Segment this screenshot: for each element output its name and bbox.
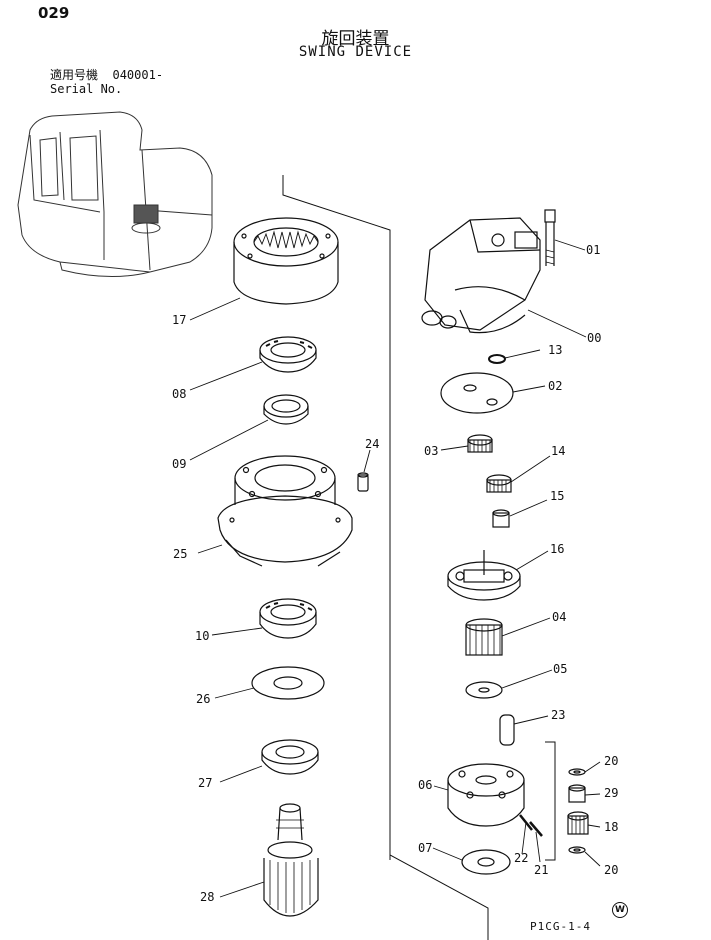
part-23-pin	[499, 714, 515, 746]
callout-20-bottom: 20	[604, 863, 618, 877]
callout-23: 23	[551, 708, 565, 722]
callout-25: 25	[173, 547, 187, 561]
serial-value: 040001-	[112, 68, 164, 82]
callout-22: 22	[514, 851, 528, 865]
part-17-ring-gear	[233, 217, 339, 305]
page-number: 029	[38, 4, 70, 22]
callout-21: 21	[534, 863, 548, 877]
assembly-bracket-line	[282, 175, 489, 940]
excavator-location-illustration	[17, 111, 213, 277]
part-28-pinion-shaft	[263, 803, 319, 917]
part-10-bearing	[259, 598, 317, 639]
callout-13: 13	[548, 343, 562, 357]
part-08-bearing	[259, 336, 317, 373]
part-07-washer	[461, 849, 511, 875]
serial-label-en: Serial No.	[50, 82, 123, 96]
callout-03: 03	[424, 444, 438, 458]
callout-06: 06	[418, 778, 432, 792]
part-26-plate	[251, 666, 325, 700]
callout-leader-lines	[189, 239, 601, 898]
callout-26: 26	[196, 692, 210, 706]
callout-01: 01	[586, 243, 600, 257]
serial-row-jp: 適用号機 040001-	[50, 68, 163, 82]
part-05-washer	[465, 681, 503, 699]
page-title-english: SWING DEVICE	[298, 44, 413, 60]
callout-24: 24	[365, 437, 379, 451]
part-02-plate	[440, 372, 514, 414]
callout-16: 16	[550, 542, 564, 556]
part-03-sun-gear	[467, 434, 493, 453]
callout-10: 10	[195, 629, 209, 643]
parts-18-20-29-small-components	[545, 741, 589, 861]
callout-20-top: 20	[604, 754, 618, 768]
part-14-planet-gear	[486, 474, 512, 493]
callout-00: 00	[587, 331, 601, 345]
part-27-collar	[261, 739, 319, 775]
callout-08: 08	[172, 387, 186, 401]
part-13-o-ring	[488, 354, 506, 364]
reference-code: P1CG-1-4	[530, 920, 591, 933]
callout-05: 05	[553, 662, 567, 676]
callout-07: 07	[418, 841, 432, 855]
callout-02: 02	[548, 379, 562, 393]
part-21-22-pins	[519, 814, 543, 837]
callout-09: 09	[172, 457, 186, 471]
part-15-needle-bearing	[492, 509, 510, 528]
serial-label-jp: 適用号機	[50, 68, 99, 82]
part-25-housing	[217, 455, 353, 567]
part-00-hydraulic-motor	[421, 217, 541, 334]
callout-28: 28	[200, 890, 214, 904]
callout-17: 17	[172, 313, 186, 327]
callout-04: 04	[552, 610, 566, 624]
callout-18: 18	[604, 820, 618, 834]
part-04-sun-gear	[465, 618, 503, 656]
callout-14: 14	[551, 444, 565, 458]
part-24-plug	[357, 472, 369, 492]
callout-15: 15	[550, 489, 564, 503]
w-mark: W	[612, 902, 628, 918]
callout-27: 27	[198, 776, 212, 790]
part-09-seal	[263, 394, 309, 425]
serial-block: 適用号機 040001- Serial No.	[50, 68, 163, 96]
part-06-carrier	[447, 763, 525, 827]
part-01-bolt	[544, 209, 556, 266]
callout-29: 29	[604, 786, 618, 800]
page-title-japanese: 旋回装置	[321, 29, 390, 49]
part-16-carrier	[447, 550, 521, 601]
callout-labels: 17 08 09 25 24 10 26 27 28 01 00 13 02 0…	[172, 243, 618, 904]
